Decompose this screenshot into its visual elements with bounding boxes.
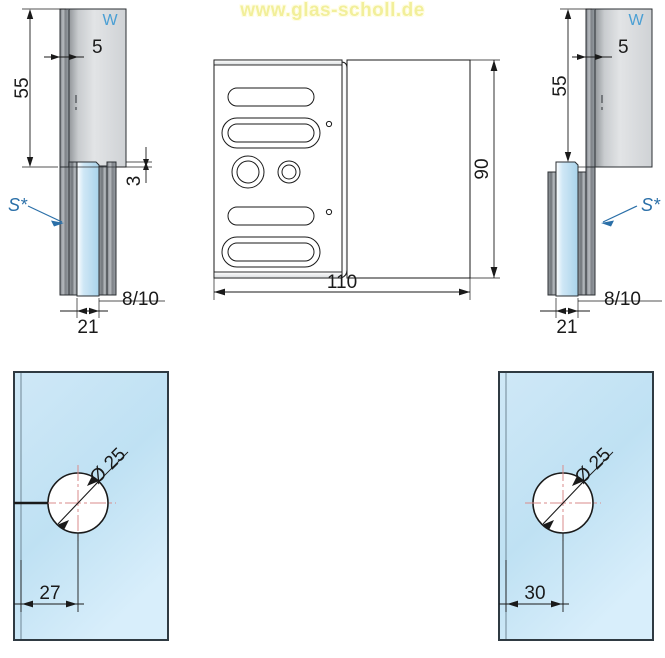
right-side-section-view: 55 5 21 8/10 S* W (540, 8, 662, 338)
left-dim-3: 3 (124, 176, 145, 187)
left-dim-55: 55 (12, 77, 33, 98)
right-label-s-star: S* (641, 195, 661, 215)
right-dim-5: 5 (618, 37, 629, 58)
right-dim-21: 21 (556, 317, 577, 338)
left-dim-5: 5 (92, 37, 103, 58)
left-dim-21: 21 (77, 317, 98, 338)
left-label-w: W (102, 12, 118, 29)
left-dim-8-10: 8/10 (122, 289, 159, 310)
center-dim-90: 90 (472, 158, 493, 179)
left-label-s-star: S* (8, 195, 28, 215)
left-side-section-view: 55 5 3 21 8/10 (8, 8, 165, 338)
right-edge-distance-30: 30 (524, 583, 545, 604)
bottom-left-glass-cutout-view: Ø 25 27 (13, 371, 169, 641)
right-dim-55: 55 (550, 75, 571, 96)
right-dim-8-10: 8/10 (604, 289, 641, 310)
center-dim-110: 110 (327, 272, 357, 293)
bottom-right-glass-cutout-view: Ø 25 30 (498, 371, 654, 641)
center-front-view: 110 90 (213, 59, 500, 300)
left-edge-distance-27: 27 (39, 583, 60, 604)
right-label-w: W (628, 12, 644, 29)
